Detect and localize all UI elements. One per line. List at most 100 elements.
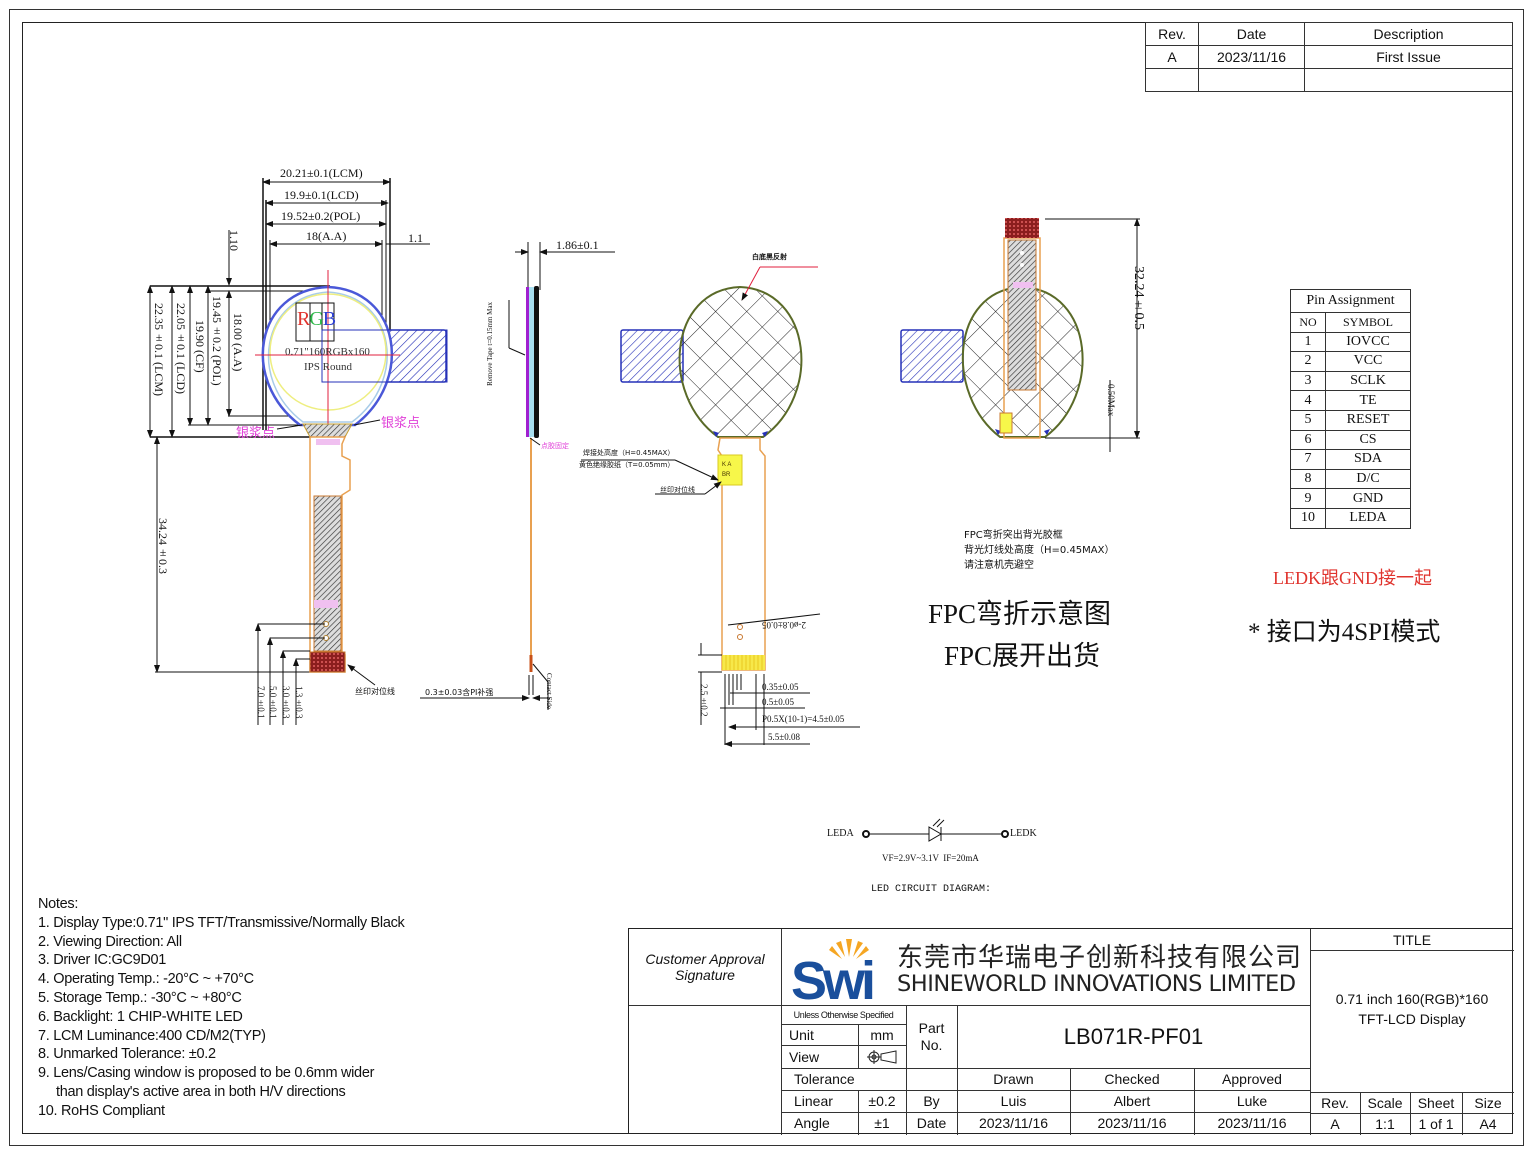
pin-no-header: NO xyxy=(1290,312,1326,333)
description-cell xyxy=(1304,68,1513,92)
pin-symbol: SCLK xyxy=(1325,370,1411,392)
checked-header: Checked xyxy=(1104,1071,1160,1087)
title-line-2: TFT-LCD Display xyxy=(1358,1011,1466,1027)
linear-label: Linear xyxy=(794,1093,833,1109)
part-number: LB071R-PF01 xyxy=(1063,1023,1204,1049)
pin-no: 6 xyxy=(1290,429,1326,451)
remove-tape-label: Remove Tape t=0.15mm Max xyxy=(486,302,494,386)
customer-signature-field[interactable] xyxy=(629,1005,781,1135)
date-header: Date xyxy=(1198,22,1305,46)
angle-value: ±1 xyxy=(874,1115,890,1131)
note-item: 5. Storage Temp.: -30°C ~ +80°C xyxy=(38,989,242,1006)
front-view xyxy=(147,178,448,725)
unit-value: mm xyxy=(870,1026,894,1043)
size-value: A4 xyxy=(1479,1115,1497,1132)
pin-symbol-header: SYMBOL xyxy=(1325,312,1411,333)
note-item: 4. Operating Temp.: -20°C ~ +70°C xyxy=(38,971,254,988)
company-name-cn: 东莞市华瑞电子创新科技有限公司 xyxy=(897,943,1303,973)
dim-fpc-1-3: 1.3±0.3 xyxy=(294,686,304,719)
pin-no: 1 xyxy=(1290,331,1326,353)
side-view xyxy=(420,242,615,710)
title-label: TITLE xyxy=(1392,931,1432,948)
dim-max: 0.50Max xyxy=(1106,384,1116,417)
fpc-bend-title: FPC弯折示意图 xyxy=(928,599,1112,629)
dim-tail: 2.5±0.2 xyxy=(699,684,709,717)
pin-symbol: RESET xyxy=(1325,409,1411,431)
dim-lcm-width: 20.21±0.1(LCM) xyxy=(280,166,363,180)
rev-header: Rev. xyxy=(1145,22,1199,46)
display-spec-text: 0.71"160RGBx160 xyxy=(285,346,370,358)
linear-value: ±0.2 xyxy=(868,1093,896,1109)
led-cathode-label: LEDK xyxy=(1010,828,1037,839)
dim-pol-width: 19.52±0.2(POL) xyxy=(281,209,361,223)
pin-no: 3 xyxy=(1290,370,1326,392)
silkscreen-label-front: 丝印对位线 xyxy=(355,687,395,696)
pin-symbol: VCC xyxy=(1325,351,1411,372)
silkscreen-label-back: 丝印对位线 xyxy=(660,486,695,494)
dim-hole: 2-ø0.8±0.05 xyxy=(762,620,806,630)
pin-symbol: CS xyxy=(1325,429,1411,451)
drawn-date: 2023/11/16 xyxy=(978,1115,1049,1131)
solder-height-label: 焊接处高度（H=0.45MAX） xyxy=(583,449,675,457)
dim-lcd-height: 22.05±0.1 (LCD) xyxy=(174,303,188,394)
contact-side-label: Contact Side xyxy=(545,673,553,709)
note-item: 10. RoHS Compliant xyxy=(38,1102,165,1119)
dim-fpc-7: 7.0±0.1 xyxy=(256,686,266,719)
projection-icon xyxy=(858,1045,906,1068)
led-anode-label: LEDA xyxy=(827,828,854,839)
led-spec: VF=2.9V~3.1V IF=20mA xyxy=(882,853,979,863)
dim-fpc-length: 34.24±0.3 xyxy=(156,518,170,574)
glue-label: 点胶固定 xyxy=(541,442,569,450)
pin-symbol: TE xyxy=(1325,390,1411,411)
svg-text:BR: BR xyxy=(722,472,731,478)
bent-notes: FPC弯折突出背光胶框 背光灯线处高度（H=0.45MAX） 请注意机壳避空 xyxy=(964,528,1114,573)
dim-pad-pitch: 0.5±0.05 xyxy=(762,697,794,707)
dim-lcm-height: 22.35±0.1 (LCM) xyxy=(152,303,166,396)
sun-icon: Swi xyxy=(791,939,877,1011)
bent-note: 请注意机壳避空 xyxy=(964,560,1034,571)
pin-no: 4 xyxy=(1290,390,1326,411)
dim-top-offset: 1.10 xyxy=(227,230,241,251)
revision-row xyxy=(1145,68,1513,92)
note-item: 1. Display Type:0.71" IPS TFT/Transmissi… xyxy=(38,914,405,931)
display-type-text: IPS Round xyxy=(304,361,352,373)
silver-paste-left-label: 银浆点 xyxy=(236,426,276,441)
bent-view xyxy=(900,218,1140,452)
fpc-thickness-label: 0.3±0.03含PI补强 xyxy=(425,688,494,697)
pin-symbol: D/C xyxy=(1325,468,1411,490)
date-label: Date xyxy=(916,1115,947,1131)
dim-cf-height: 19.90 (CF) xyxy=(193,320,207,373)
led-circuit-title: LED CIRCUIT DIAGRAM: xyxy=(871,884,992,895)
dim-pad-width: 0.35±0.05 xyxy=(762,682,799,692)
dim-fpc-width: 5.5±0.08 xyxy=(768,732,800,742)
note-item: 7. LCM Luminance:400 CD/M2(TYP) xyxy=(38,1027,266,1044)
approved-header: Approved xyxy=(1222,1071,1282,1087)
notes-heading: Notes: xyxy=(38,896,79,912)
by-label: By xyxy=(923,1093,940,1109)
bent-note: FPC弯折突出背光胶框 xyxy=(964,530,1063,541)
drawn-header: Drawn xyxy=(993,1071,1034,1087)
dim-right-offset: 1.1 xyxy=(408,231,423,245)
description-header: Description xyxy=(1304,22,1513,46)
dim-aa-height: 18.00 (A.A) xyxy=(231,313,245,372)
pin-no: 7 xyxy=(1290,449,1326,470)
dim-aa-width: 18(A.A) xyxy=(306,229,347,243)
pin-no: 9 xyxy=(1290,488,1326,509)
bent-note: 背光灯线处高度（H=0.45MAX） xyxy=(964,545,1115,556)
drawing-outer-border xyxy=(9,9,1524,1146)
dim-pad-total: P0.5X(10-1)=4.5±0.05 xyxy=(762,714,845,724)
interface-note: * 接口为4SPI模式 xyxy=(1248,619,1441,646)
title-block: Customer Approval Signature Swi 东莞市华瑞电子创… xyxy=(628,928,1514,1135)
back-view: K A BR xyxy=(581,266,860,747)
fpc-unfold-title: FPC展开出货 xyxy=(944,641,1101,671)
approved-by: Luke xyxy=(1236,1093,1268,1109)
unless-specified-label: Unless Otherwise Specified xyxy=(793,1009,894,1020)
